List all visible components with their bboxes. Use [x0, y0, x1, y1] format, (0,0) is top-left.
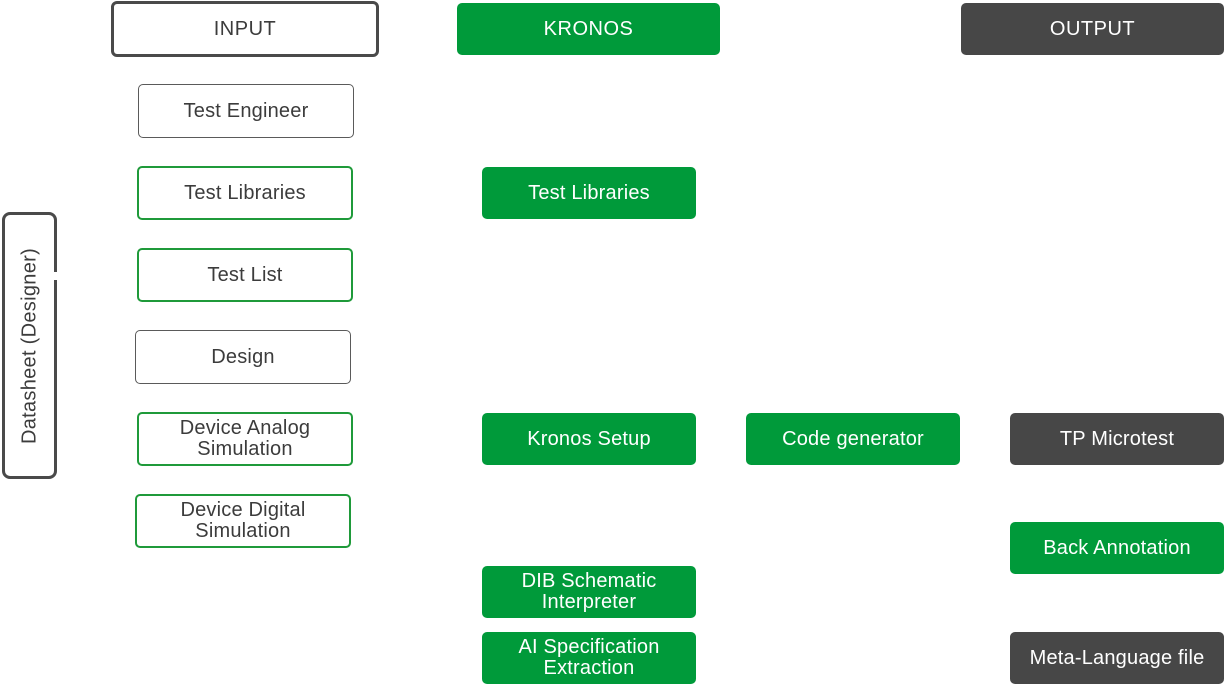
kronos-header: KRONOS [457, 3, 720, 55]
kronos-setup: Kronos Setup [482, 413, 696, 465]
input-design: Design [135, 330, 351, 384]
output-tp-microtest: TP Microtest [1010, 413, 1224, 465]
output-header: OUTPUT [961, 3, 1224, 55]
side-box-gap [52, 272, 58, 280]
input-device-analog-simulation: Device Analog Simulation [137, 412, 353, 466]
input-test-libraries: Test Libraries [137, 166, 353, 220]
kronos-test-libraries: Test Libraries [482, 167, 696, 219]
datasheet-designer-label: Datasheet (Designer) [18, 247, 40, 444]
output-back-annotation: Back Annotation [1010, 522, 1224, 574]
kronos-dib-schematic-interpreter: DIB Schematic Interpreter [482, 566, 696, 618]
input-test-engineer: Test Engineer [138, 84, 354, 138]
kronos-code-generator: Code generator [746, 413, 960, 465]
input-device-digital-simulation: Device Digital Simulation [135, 494, 351, 548]
input-test-list: Test List [137, 248, 353, 302]
input-header: INPUT [111, 1, 379, 57]
output-meta-language-file: Meta-Language file [1010, 632, 1224, 684]
datasheet-designer-box: Datasheet (Designer) [2, 212, 58, 479]
kronos-ai-specification-extraction: AI Specification Extraction [482, 632, 696, 684]
